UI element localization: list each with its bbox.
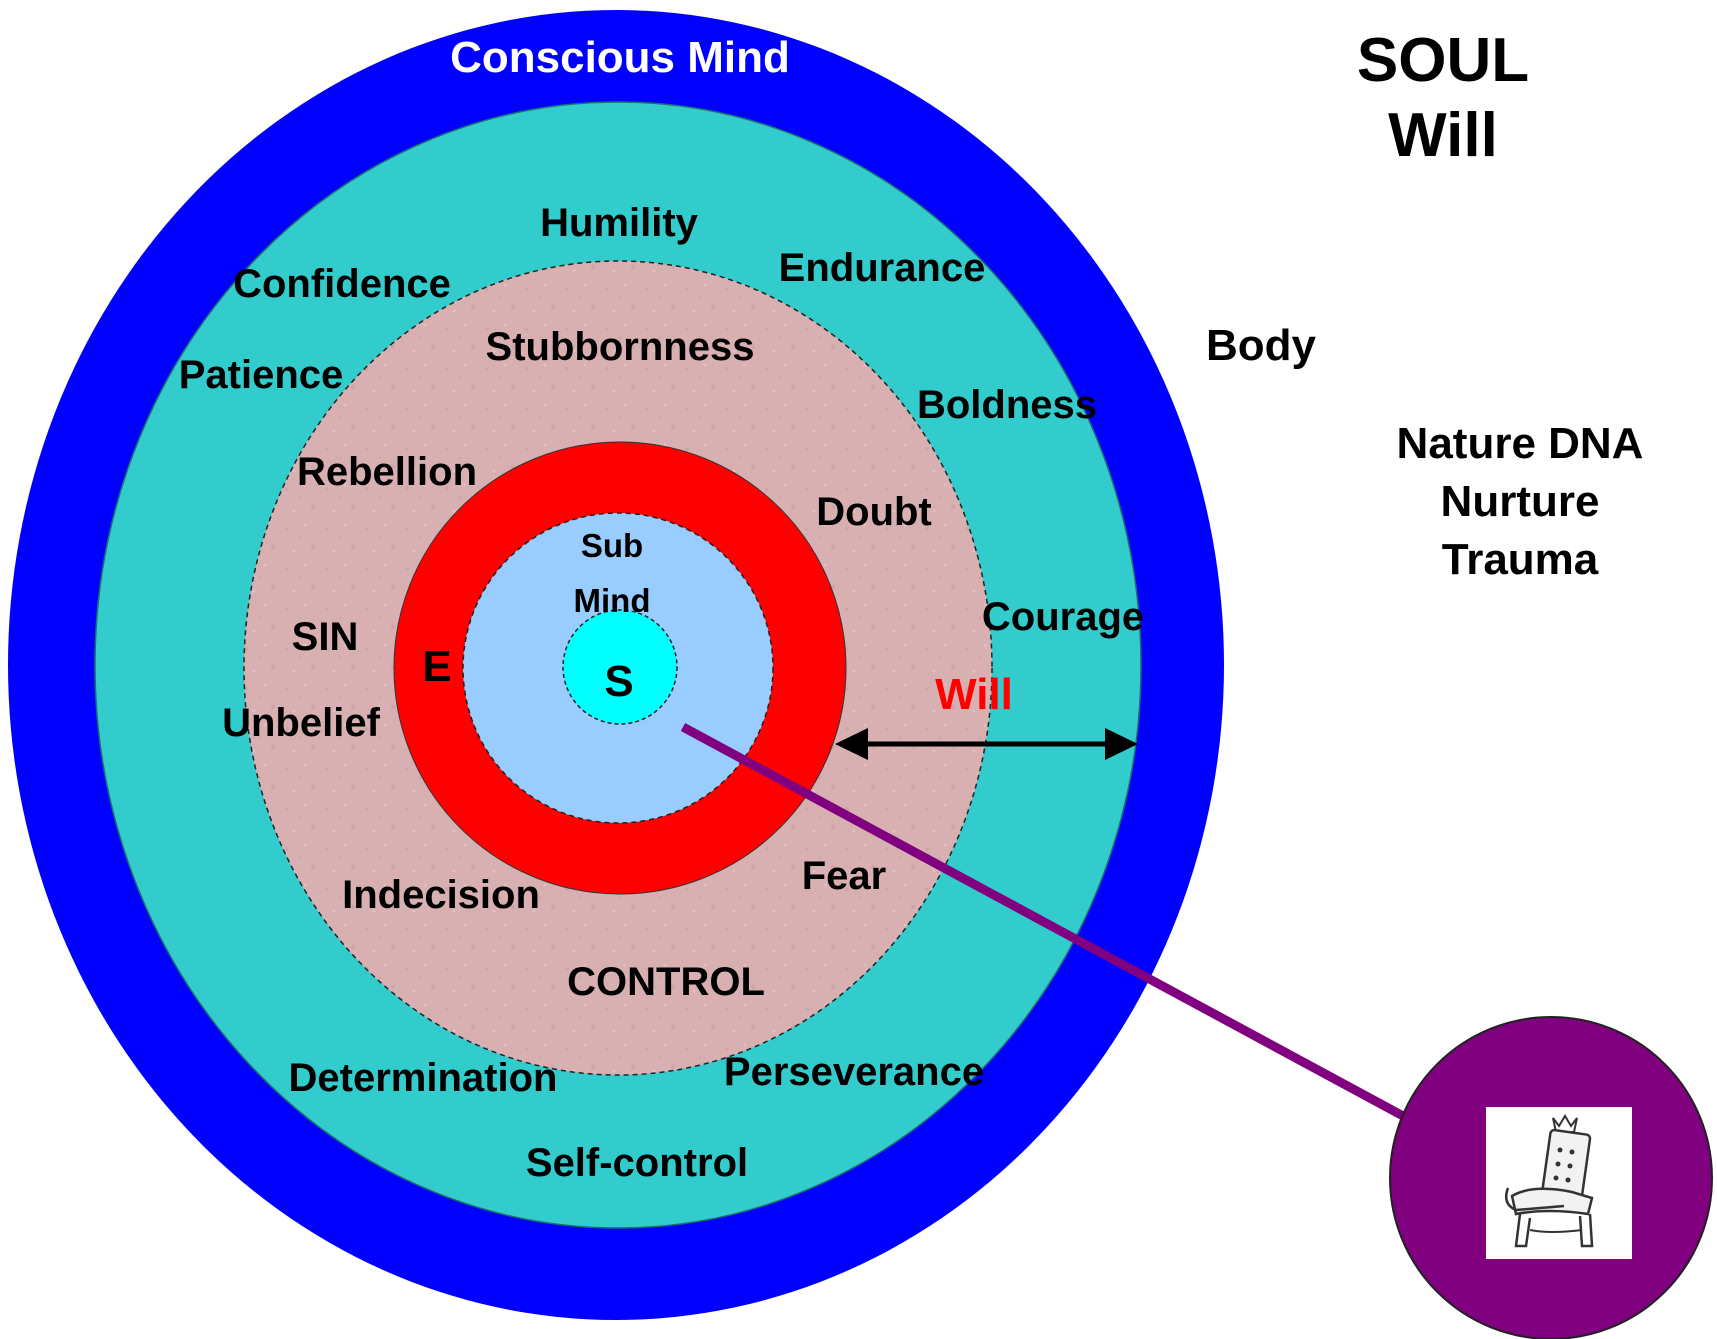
word-patience: Patience: [178, 353, 344, 397]
word-control: CONTROL: [567, 960, 765, 1004]
word-rebellion: Rebellion: [296, 450, 478, 494]
word-confidence: Confidence: [233, 262, 451, 306]
core-s-label: S: [604, 657, 634, 706]
trauma-label: Trauma: [1441, 535, 1599, 584]
word-perseverance: Perseverance: [723, 1050, 985, 1094]
word-boldness: Boldness: [916, 383, 1098, 427]
conscious-mind-label: Conscious Mind: [450, 33, 790, 82]
body-label: Body: [1206, 321, 1316, 370]
throne-chair-icon: [1486, 1107, 1632, 1259]
word-fear: Fear: [801, 854, 887, 898]
will-arrow-right-head: [1105, 728, 1138, 760]
sub-mind-label-line2: Mind: [573, 582, 651, 619]
word-self-control: Self-control: [525, 1141, 749, 1185]
word-humility: Humility: [540, 201, 698, 245]
word-indecision: Indecision: [342, 873, 540, 917]
will-arrow-label: Will: [935, 670, 1013, 719]
nurture-label: Nurture: [1440, 477, 1600, 526]
throne-connector-line: [680, 723, 1408, 1121]
word-doubt: Doubt: [816, 490, 932, 534]
word-courage: Courage: [981, 595, 1145, 639]
core-s-circle: [562, 609, 678, 725]
e-ring-label: E: [422, 642, 452, 691]
word-sin: SIN: [291, 615, 359, 659]
word-unbelief: Unbelief: [222, 701, 380, 745]
will-subtitle: Will: [1388, 101, 1498, 170]
will-arrow-left-head: [835, 728, 868, 760]
nature-dna-label: Nature DNA: [1396, 419, 1644, 468]
word-endurance: Endurance: [778, 246, 986, 290]
word-stubbornness: Stubbornness: [485, 325, 755, 369]
word-determination: Determination: [288, 1056, 558, 1100]
sub-mind-label-line1: Sub: [580, 527, 644, 564]
soul-title: SOUL: [1356, 26, 1530, 95]
